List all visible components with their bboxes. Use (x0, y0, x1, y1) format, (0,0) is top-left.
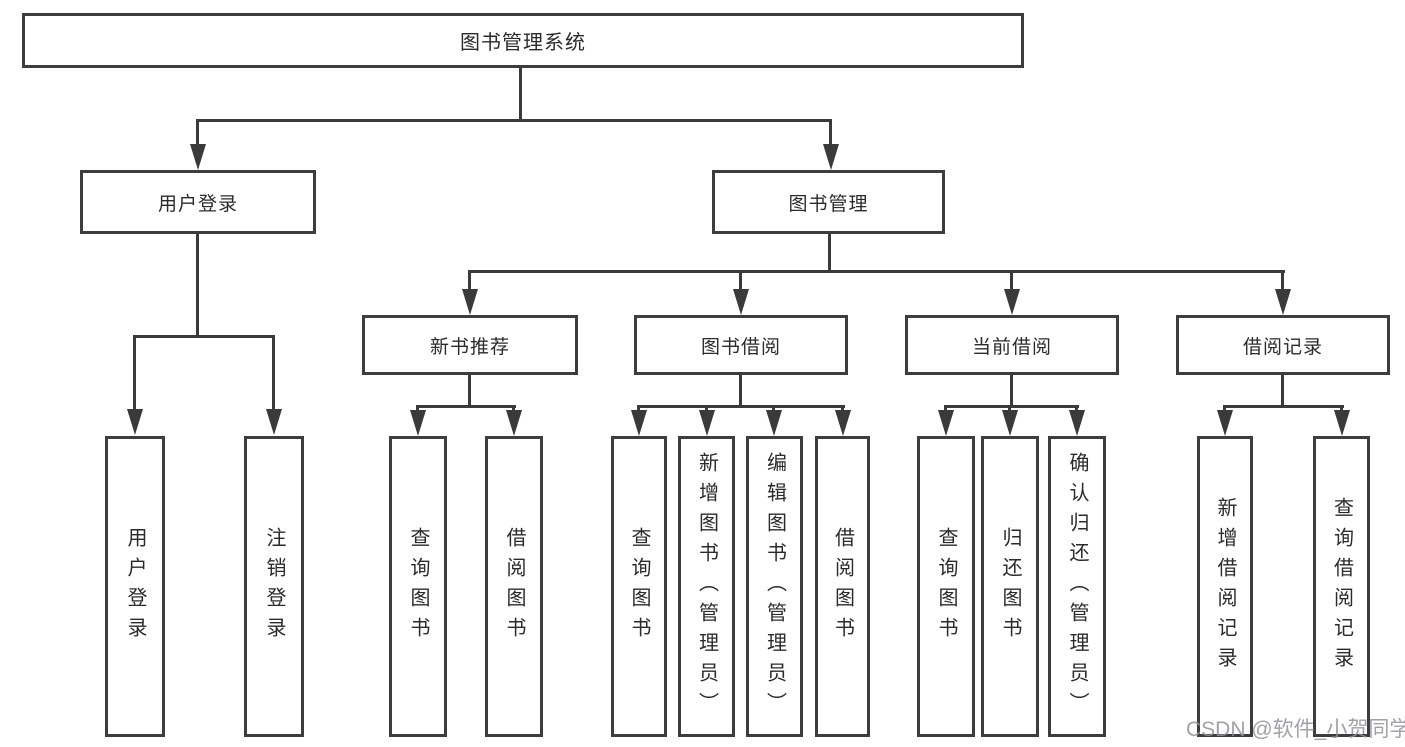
node-leaf-query-books-rec: 查询图书 (389, 436, 447, 737)
connector-line (1010, 375, 1013, 407)
node-leaf-query-borrow-record: 查询借阅记录 (1313, 436, 1370, 737)
node-leaf-borrow-books: 借阅图书 (815, 436, 870, 737)
node-current-borrow: 当前借阅 (905, 315, 1119, 375)
node-leaf-borrow-books-rec: 借阅图书 (485, 436, 543, 737)
connector-arrowhead (410, 410, 426, 436)
node-leaf-add-borrow-record: 新增借阅记录 (1197, 436, 1253, 737)
node-borrow-records: 借阅记录 (1176, 315, 1390, 375)
connector-arrowhead (127, 409, 143, 435)
connector-arrowhead (733, 289, 749, 315)
connector-line (133, 335, 275, 338)
connector-line (739, 375, 742, 407)
node-leaf-query-books-current: 查询图书 (917, 436, 975, 737)
connector-line (739, 272, 742, 290)
connector-line (1281, 375, 1284, 407)
connector-arrowhead (631, 410, 647, 436)
connector-arrowhead (506, 410, 522, 436)
node-leaf-logout: 注销登录 (244, 436, 304, 737)
connector-line (196, 121, 199, 146)
connector-line (829, 121, 832, 146)
node-new-book-recommend: 新书推荐 (362, 315, 578, 375)
node-leaf-query-books-borrow: 查询图书 (611, 436, 667, 737)
connector-line (416, 405, 516, 408)
connector-arrowhead (1334, 410, 1350, 436)
node-leaf-user-login: 用户登录 (105, 436, 165, 737)
node-leaf-confirm-return-admin: 确认归还（管理员） (1048, 436, 1106, 737)
watermark: CSDN @软件_小贺同学 (1186, 718, 1405, 741)
connector-line (1223, 405, 1344, 408)
connector-arrowhead (1069, 410, 1085, 436)
node-leaf-add-books-admin: 新增图书（管理员） (678, 436, 735, 737)
node-leaf-return-books: 归还图书 (981, 436, 1039, 737)
connector-arrowhead (1217, 410, 1233, 436)
node-book-borrow: 图书借阅 (634, 315, 848, 375)
connector-arrowhead (1004, 289, 1020, 315)
connector-arrowhead (835, 410, 851, 436)
connector-arrowhead (699, 410, 715, 436)
connector-arrowhead (1275, 289, 1291, 315)
connector-line (1281, 272, 1284, 290)
connector-arrowhead (823, 144, 839, 170)
connector-arrowhead (1002, 410, 1018, 436)
connector-arrowhead (190, 144, 206, 170)
connector-line (828, 234, 831, 272)
connector-line (468, 272, 471, 290)
node-root: 图书管理系统 (22, 13, 1024, 68)
connector-arrowhead (266, 409, 282, 435)
connector-line (272, 337, 275, 409)
connector-line (519, 67, 522, 121)
connector-arrowhead (938, 410, 954, 436)
connector-arrowhead (766, 410, 782, 436)
connector-line (1010, 272, 1013, 290)
connector-line (468, 375, 471, 407)
node-book-management: 图书管理 (712, 170, 945, 234)
connector-line (468, 270, 1285, 273)
connector-line (196, 119, 832, 122)
node-user-login: 用户登录 (80, 170, 316, 234)
connector-arrowhead (462, 289, 478, 315)
node-leaf-edit-books-admin: 编辑图书（管理员） (746, 436, 803, 737)
connector-line (637, 405, 845, 408)
connector-line (196, 234, 199, 337)
connector-line (133, 337, 136, 409)
connector-line (944, 405, 1079, 408)
